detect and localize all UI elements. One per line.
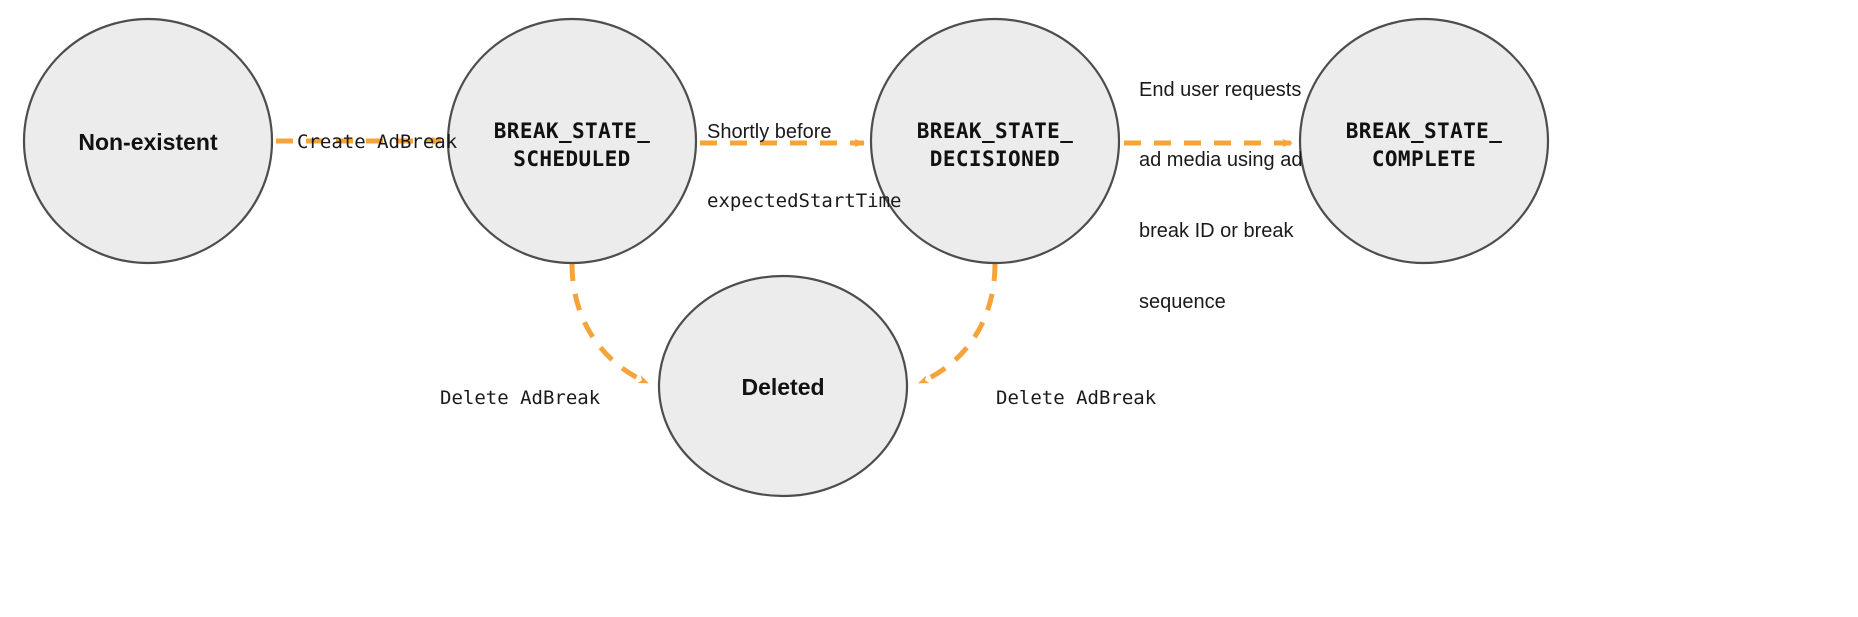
- state-node-break-state-scheduled[interactable]: [446, 17, 698, 265]
- edge-delete-adbreak-from-decisioned: [918, 263, 998, 386]
- state-node-non-existent[interactable]: [22, 17, 274, 265]
- edge-delete-adbreak-from-scheduled: [569, 263, 650, 386]
- state-node-deleted[interactable]: [657, 274, 909, 498]
- state-node-break-state-complete[interactable]: [1298, 17, 1550, 265]
- state-node-break-state-decisioned[interactable]: [869, 17, 1121, 265]
